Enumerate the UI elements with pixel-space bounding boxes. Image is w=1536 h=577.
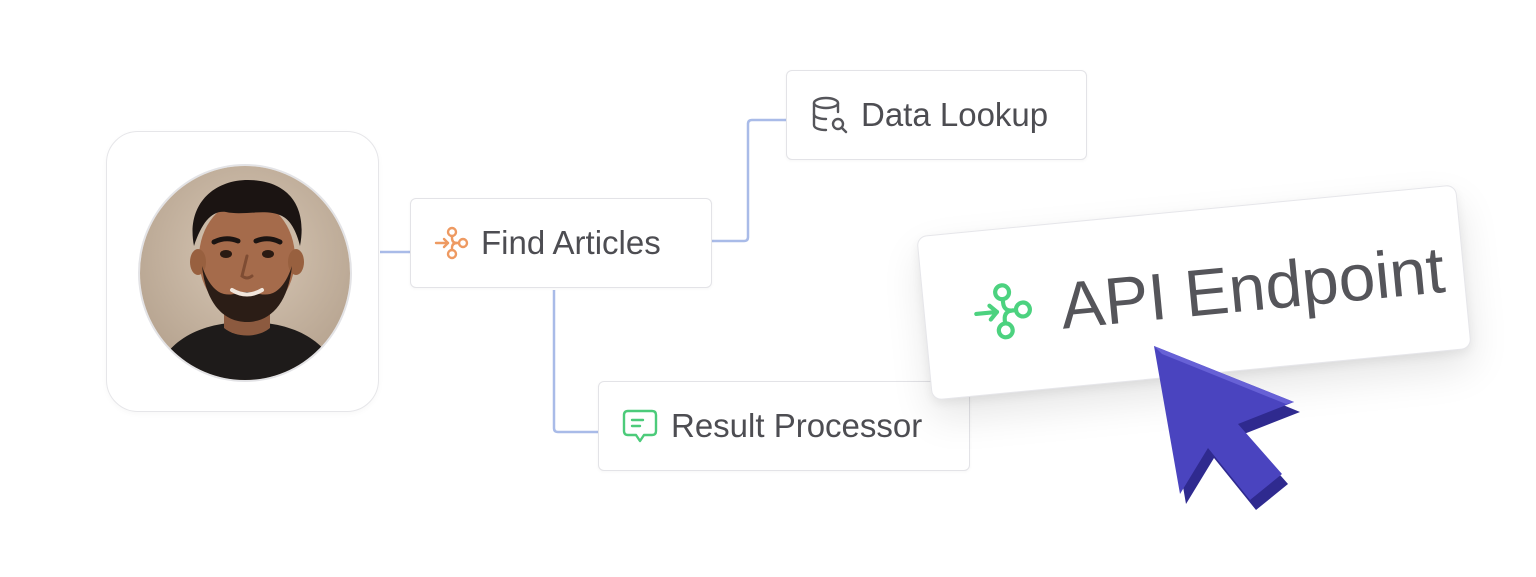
message-square-icon xyxy=(621,407,659,445)
avatar-portrait-image xyxy=(140,166,350,380)
result-processor-label: Result Processor xyxy=(671,407,923,444)
webhook-icon xyxy=(968,275,1040,347)
cursor-pointer-icon xyxy=(1154,346,1300,510)
api-endpoint-node[interactable]: API Endpoint xyxy=(916,184,1472,401)
find-articles-node[interactable]: Find Articles xyxy=(410,198,712,288)
webhook-icon xyxy=(433,224,471,262)
user-avatar-card[interactable] xyxy=(106,131,379,412)
data-lookup-node[interactable]: Data Lookup xyxy=(786,70,1087,160)
data-lookup-label: Data Lookup xyxy=(861,96,1049,133)
find-articles-label: Find Articles xyxy=(481,224,661,261)
connector-find-articles-to-result-processor xyxy=(552,290,598,434)
avatar xyxy=(138,164,352,382)
result-processor-node[interactable]: Result Processor xyxy=(598,381,970,471)
database-search-icon xyxy=(809,95,849,135)
connector-find-articles-to-data-lookup xyxy=(712,118,786,243)
api-endpoint-label: API Endpoint xyxy=(1057,231,1448,343)
